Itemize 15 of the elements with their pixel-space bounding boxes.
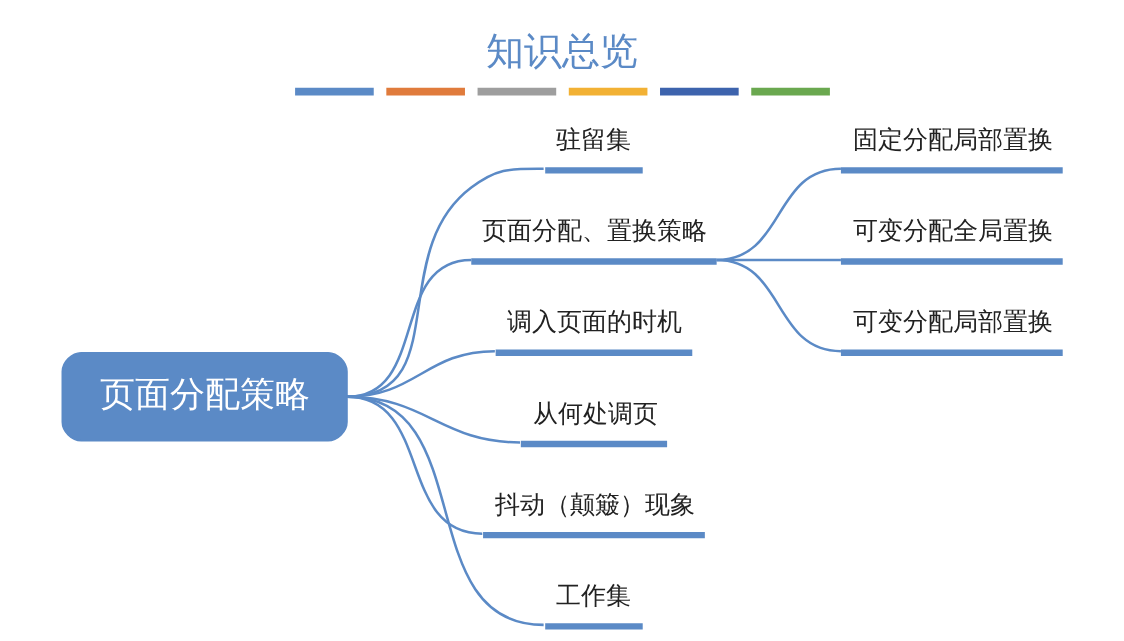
- connector: [346, 349, 495, 399]
- connector: [346, 395, 544, 627]
- node-text: 从何处调页: [532, 398, 658, 428]
- node-text: 页面分配、置换策略: [481, 216, 707, 246]
- diagram-title: 知识总览: [485, 29, 638, 74]
- node-text: 调入页面的时机: [506, 307, 682, 337]
- node-text: 抖动（颠簸）现象: [494, 489, 695, 519]
- node-text: 可变分配全局置换: [852, 216, 1053, 246]
- node-text: 可变分配局部置换: [852, 307, 1053, 337]
- connector: [346, 167, 544, 399]
- node-text: 固定分配局部置换: [852, 124, 1053, 154]
- connector: [716, 258, 841, 353]
- node-text: 工作集: [555, 581, 631, 611]
- node-text: 驻留集: [555, 124, 631, 154]
- node-box: 页面分配策略: [61, 351, 348, 442]
